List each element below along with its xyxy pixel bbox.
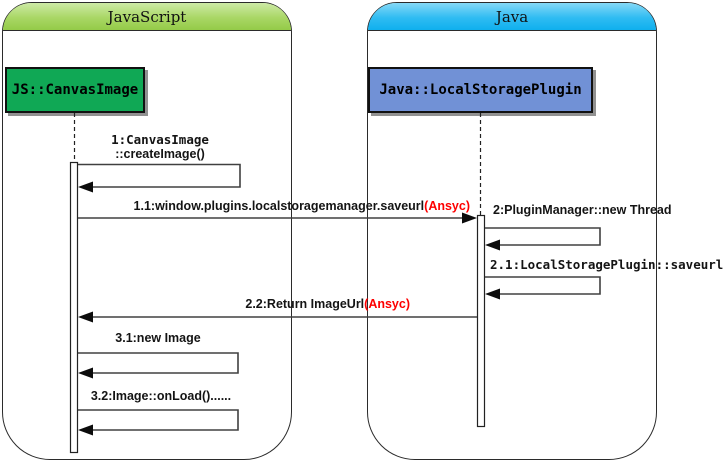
message-1-label-line2: ::createImage() bbox=[115, 147, 205, 161]
message-3-1-arrowhead bbox=[78, 367, 93, 379]
message-2-1-arrowhead bbox=[485, 288, 500, 300]
frame-java-title: Java bbox=[495, 7, 529, 26]
message-1-1-arrowhead bbox=[462, 212, 477, 224]
message-3-1-line bbox=[78, 352, 239, 374]
message-2-1-line bbox=[485, 276, 601, 295]
message-1-label: 1:CanvasImage ::createImage() bbox=[78, 132, 242, 162]
message-3-2-label-text: 3.2:Image::onLoad()...... bbox=[90, 389, 232, 403]
message-2-arrowhead bbox=[485, 239, 500, 251]
message-2-2-label-text: 2.2:Return ImageUrl bbox=[245, 297, 365, 311]
message-2-line bbox=[485, 227, 601, 246]
object-js-canvasimage-label: JS::CanvasImage bbox=[11, 82, 139, 98]
message-1-arrowhead bbox=[78, 181, 93, 193]
message-2-label: 2:PluginManager::new Thread bbox=[493, 203, 672, 217]
object-java-localstorageplugin-label: Java::LocalStoragePlugin bbox=[379, 82, 582, 98]
message-2-2-label: 2.2:Return ImageUrl(Ansyc) bbox=[245, 297, 410, 311]
message-1-1-label-text: 1.1:window.plugins.localstoragemanager.s… bbox=[133, 199, 425, 213]
activation-js bbox=[69, 161, 79, 454]
message-2-2-async-tag: (Ansyc) bbox=[364, 297, 410, 311]
message-1-label-line1: 1:CanvasImage bbox=[111, 132, 209, 147]
object-java-localstorageplugin: Java::LocalStoragePlugin bbox=[368, 67, 593, 113]
message-2-1-label: 2.1:LocalStoragePlugin::saveurl bbox=[490, 258, 723, 272]
message-2-1-label-text: 2.1:LocalStoragePlugin::saveurl bbox=[490, 257, 724, 272]
message-2-label-text: 2:PluginManager::new Thread bbox=[493, 203, 672, 217]
message-1-1-label: 1.1:window.plugins.localstoragemanager.s… bbox=[134, 199, 470, 213]
activation-java bbox=[476, 214, 486, 428]
frame-javascript-header: JavaScript bbox=[3, 3, 291, 31]
frame-java: Java bbox=[367, 2, 657, 460]
message-3-2-arrowhead bbox=[78, 424, 93, 436]
message-3-1-label-text: 3.1:new Image bbox=[115, 331, 201, 345]
message-1-1-async-tag: (Ansyc) bbox=[424, 199, 470, 213]
message-1-line bbox=[78, 163, 241, 188]
frame-java-header: Java bbox=[368, 3, 656, 31]
message-3-1-label: 3.1:new Image bbox=[78, 331, 238, 345]
message-2-2-arrowhead bbox=[78, 311, 93, 323]
frame-javascript-title: JavaScript bbox=[107, 7, 187, 26]
object-js-canvasimage: JS::CanvasImage bbox=[5, 67, 145, 113]
message-3-2-label: 3.2:Image::onLoad()...... bbox=[78, 389, 244, 403]
message-3-2-line bbox=[78, 409, 239, 431]
